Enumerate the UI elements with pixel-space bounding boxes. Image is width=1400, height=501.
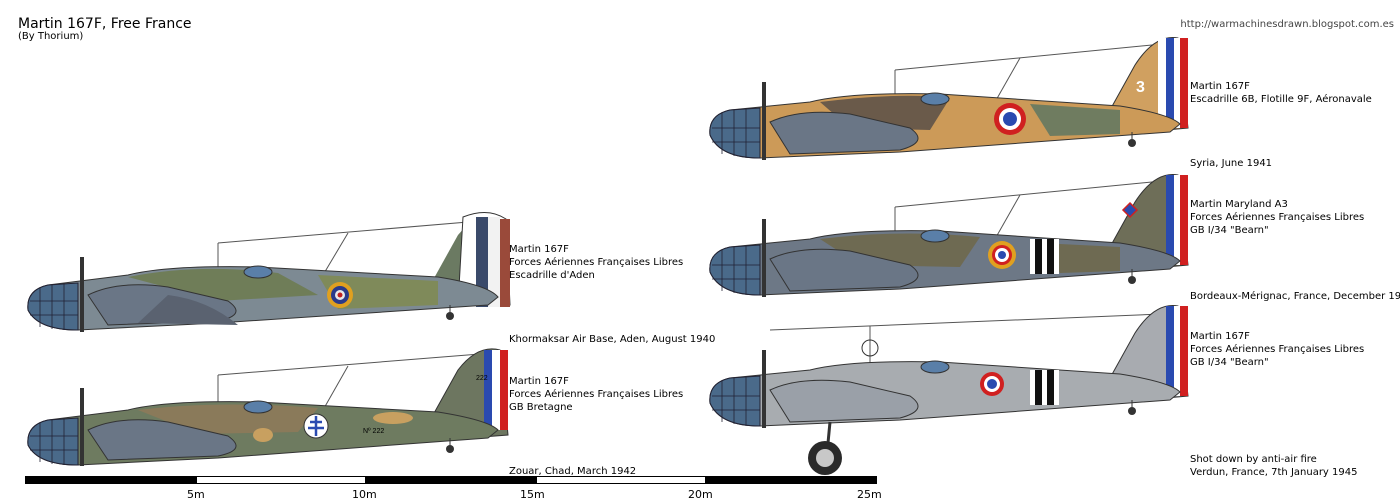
caption-line: Martin 167F: [1190, 81, 1250, 92]
location-aircraft-maryland: Bordeaux-Mérignac, France, December 1944: [1190, 291, 1400, 302]
caption-line: Forces Aériennes Françaises Libres: [509, 389, 684, 400]
aircraft-aden-profile: [27, 212, 511, 332]
source-url: http://warmachinesdrawn.blogspot.com.es: [1180, 19, 1394, 30]
caption-aircraft-aden: Martin 167F Forces Aériennes Françaises …: [509, 243, 683, 282]
caption-line: Escadrille 6B, Flotille 9F, Aéronavale: [1190, 94, 1372, 105]
location-line: Verdun, France, 7th January 1945: [1190, 467, 1358, 478]
scale-bar: [25, 476, 877, 486]
scale-segment: [366, 476, 536, 484]
scale-segment: [536, 476, 706, 484]
tail-number: 3: [1136, 79, 1145, 96]
scale-tick-label: 5m: [187, 488, 205, 501]
page-title: Martin 167F, Free France: [18, 16, 192, 32]
location-aircraft-aeronavale: Syria, June 1941: [1190, 158, 1273, 169]
caption-line: Martin Maryland A3: [1190, 199, 1288, 210]
caption-line: GB Bretagne: [509, 402, 573, 413]
caption-line: Martin 167F: [509, 376, 569, 387]
tail-serial: 222: [476, 375, 488, 382]
scale-segment: [706, 476, 877, 484]
scale-tick-label: 20m: [688, 488, 713, 501]
author-credit: (By Thorium): [18, 31, 84, 42]
caption-line: Martin 167F: [1190, 331, 1250, 342]
scale-tick-label: 15m: [520, 488, 545, 501]
caption-line: GB I/34 "Bearn": [1190, 357, 1269, 368]
scale-tick-label: 25m: [857, 488, 882, 501]
caption-aircraft-maryland: Martin Maryland A3 Forces Aériennes Fran…: [1190, 198, 1364, 237]
caption-line: Escadrille d'Aden: [509, 270, 595, 281]
caption-line: Forces Aériennes Françaises Libres: [509, 257, 684, 268]
caption-line: Forces Aériennes Françaises Libres: [1190, 344, 1365, 355]
caption-line: Martin 167F: [509, 244, 569, 255]
location-aircraft-verdun: Shot down by anti-air fire Verdun, Franc…: [1190, 453, 1357, 479]
scale-segment: [25, 476, 196, 484]
scale-segment: [196, 476, 366, 484]
caption-aircraft-bretagne: Martin 167F Forces Aériennes Françaises …: [509, 375, 683, 414]
scale-tick-label: 10m: [352, 488, 377, 501]
caption-aircraft-verdun: Martin 167F Forces Aériennes Françaises …: [1190, 330, 1364, 369]
location-aircraft-bretagne: Zouar, Chad, March 1942: [509, 466, 637, 477]
aircraft-verdun-profile: [709, 305, 1189, 475]
location-line: Shot down by anti-air fire: [1190, 454, 1317, 465]
caption-line: Forces Aériennes Françaises Libres: [1190, 212, 1365, 223]
caption-line: GB I/34 "Bearn": [1190, 225, 1269, 236]
location-aircraft-aden: Khormaksar Air Base, Aden, August 1940: [509, 334, 716, 345]
aircraft-bretagne-profile: 222 Nº 222: [27, 348, 509, 466]
caption-aircraft-aeronavale: Martin 167F Escadrille 6B, Flotille 9F, …: [1190, 80, 1372, 106]
aircraft-maryland-profile: [709, 174, 1189, 297]
aircraft-aeronavale-profile: 3: [709, 37, 1189, 160]
fuselage-serial: Nº 222: [363, 428, 384, 435]
